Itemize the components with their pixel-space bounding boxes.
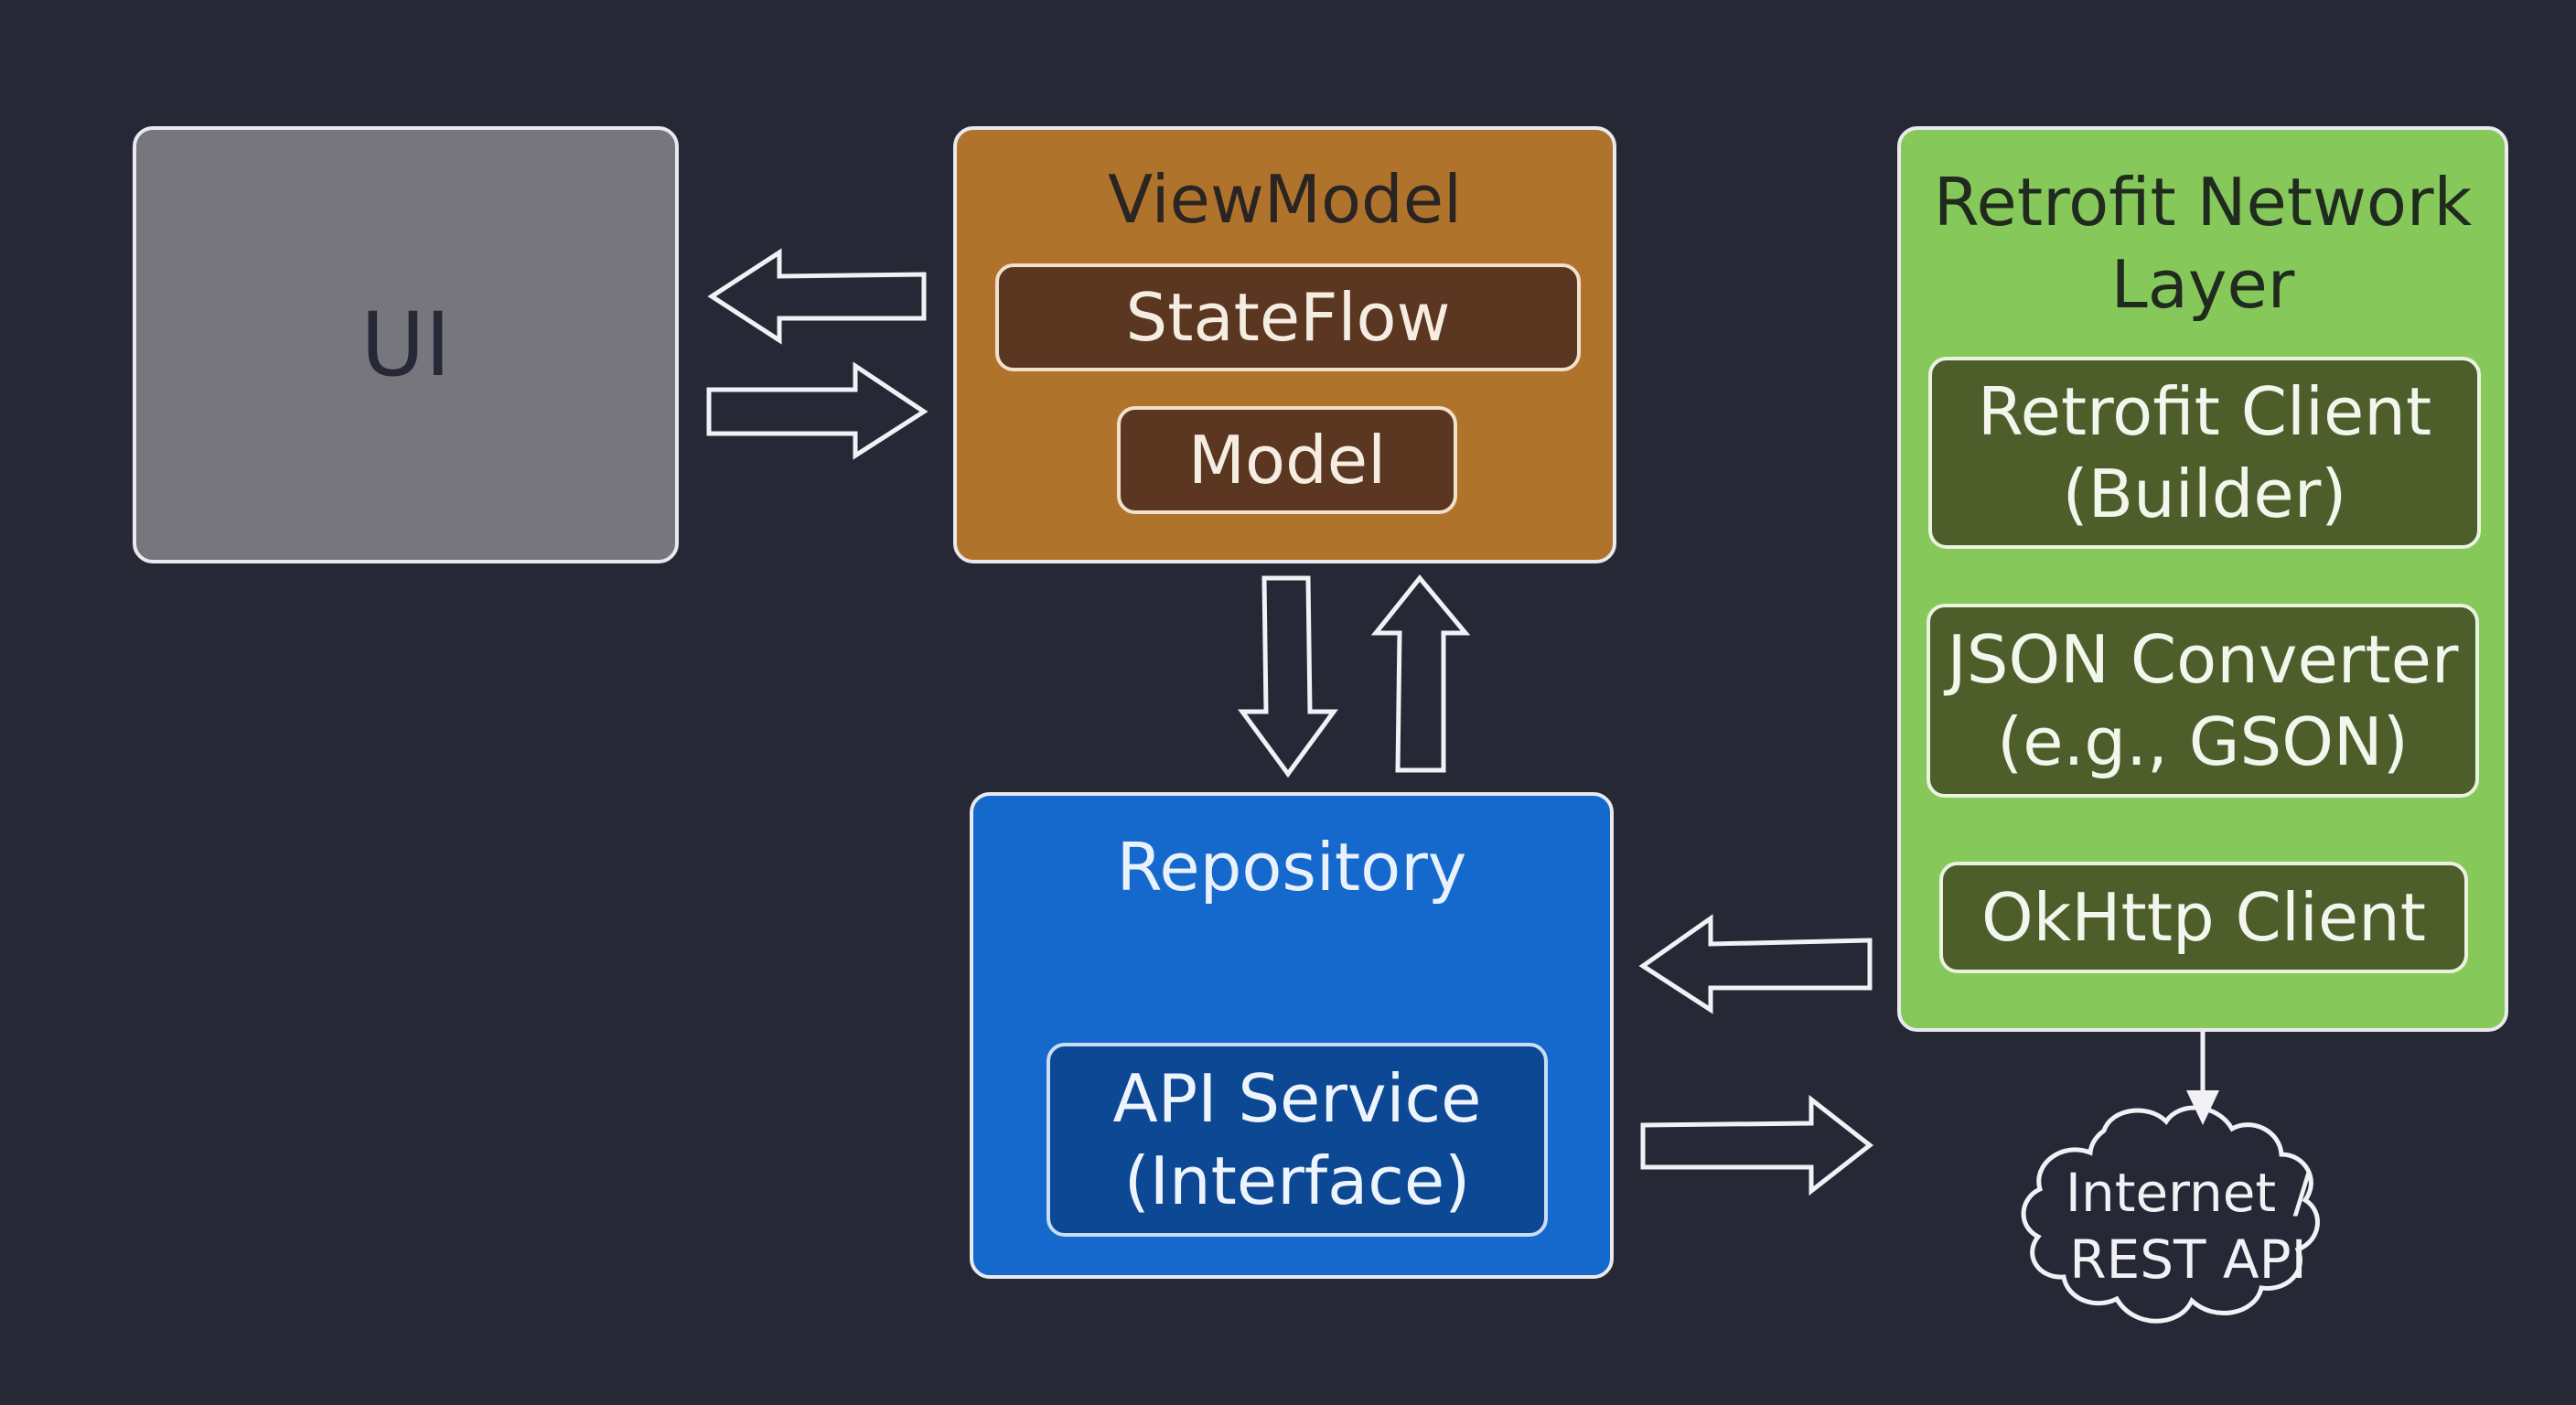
internet-label-line2: REST API	[2069, 1228, 2307, 1291]
json-converter-box: JSON Converter (e.g., GSON)	[1927, 604, 2479, 798]
network-title-line2: Layer	[2110, 246, 2295, 323]
arrow-network-to-repository	[1638, 914, 1873, 1014]
okhttp-client-label: OkHttp Client	[1981, 879, 2426, 956]
arrow-repository-to-viewmodel	[1370, 574, 1471, 773]
ui-box: UI	[133, 126, 679, 563]
json-converter-sublabel: (e.g., GSON)	[1997, 703, 2409, 780]
viewmodel-title: ViewModel	[1107, 161, 1463, 238]
repository-title: Repository	[1116, 829, 1467, 906]
stateflow-box: StateFlow	[995, 263, 1581, 371]
json-converter-label: JSON Converter	[1947, 621, 2459, 698]
retrofit-network-layer-box: Retrofit Network Layer Retrofit Client (…	[1897, 126, 2508, 1032]
model-box: Model	[1117, 406, 1457, 514]
api-service-box: API Service (Interface)	[1046, 1043, 1548, 1237]
internet-label-line1: Internet /	[2065, 1162, 2312, 1224]
okhttp-client-box: OkHttp Client	[1939, 862, 2468, 973]
api-service-label: API Service	[1112, 1060, 1482, 1137]
viewmodel-box: ViewModel StateFlow Model	[953, 126, 1616, 563]
network-title-line1: Retrofit Network	[1933, 164, 2473, 241]
repository-box: Repository API Service (Interface)	[970, 792, 1614, 1279]
internet-rest-api-label: Internet / REST API	[2033, 1160, 2344, 1292]
retrofit-client-box: Retrofit Client (Builder)	[1928, 357, 2481, 549]
arrow-repository-to-network	[1640, 1094, 1874, 1196]
ui-label: UI	[360, 294, 451, 396]
api-service-sublabel: (Interface)	[1123, 1142, 1471, 1219]
network-layer-title: Retrofit Network Layer	[1901, 161, 2505, 326]
retrofit-client-label: Retrofit Client	[1977, 373, 2432, 450]
arrow-viewmodel-to-repository	[1238, 575, 1338, 778]
arrow-viewmodel-to-ui	[707, 248, 927, 345]
retrofit-client-sublabel: (Builder)	[2062, 456, 2347, 532]
cloud-shape	[2021, 1105, 2320, 1324]
model-label: Model	[1187, 422, 1387, 499]
arrow-ui-to-viewmodel	[706, 361, 928, 460]
stateflow-label: StateFlow	[1125, 279, 1451, 356]
